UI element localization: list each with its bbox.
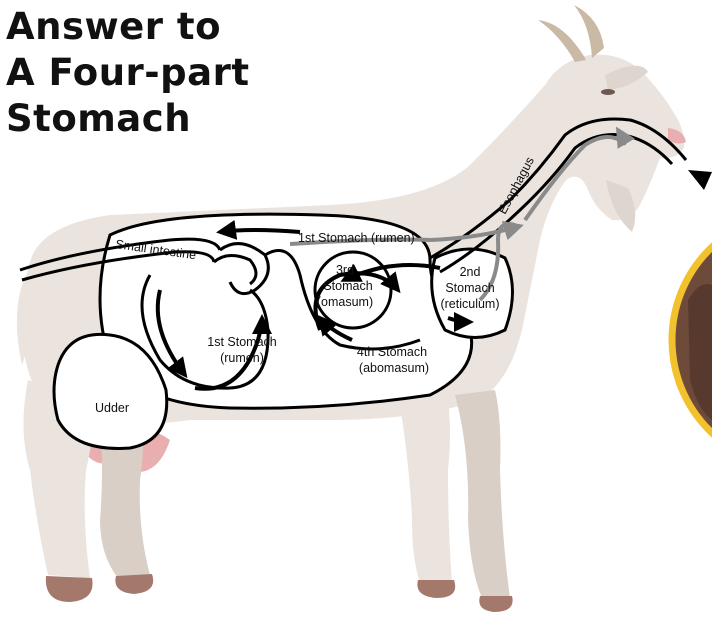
label-rumen-top: 1st Stomach (rumen)	[298, 231, 415, 245]
label-rumen-1: 1st Stomach	[207, 335, 277, 349]
goat-front-leg	[400, 400, 452, 582]
label-udder: Udder	[95, 401, 129, 415]
goat-hoof-2	[115, 574, 153, 594]
label-omasum-3: (omasum)	[317, 295, 373, 309]
label-omasum-2: Stomach	[323, 279, 372, 293]
goat-eye	[601, 89, 615, 95]
photo-inset	[672, 212, 712, 468]
goat-hoof-4	[479, 596, 512, 612]
mouth-arrow	[688, 170, 712, 190]
label-reticulum-1: 2nd	[460, 265, 481, 279]
goat-hoof-1	[46, 576, 93, 602]
goat-hoof-3	[417, 580, 455, 598]
label-omasum-1: 3rd	[336, 263, 354, 277]
label-reticulum-2: Stomach	[445, 281, 494, 295]
flow-arrow-1	[220, 230, 300, 232]
label-abomasum-1: 4th Stomach	[357, 345, 427, 359]
label-rumen-2: (rumen)	[220, 351, 264, 365]
goat-horn-left	[538, 20, 586, 62]
goat-front-leg-2	[455, 390, 510, 598]
label-reticulum-3: (reticulum)	[440, 297, 499, 311]
label-abomasum-2: (abomasum)	[359, 361, 429, 375]
